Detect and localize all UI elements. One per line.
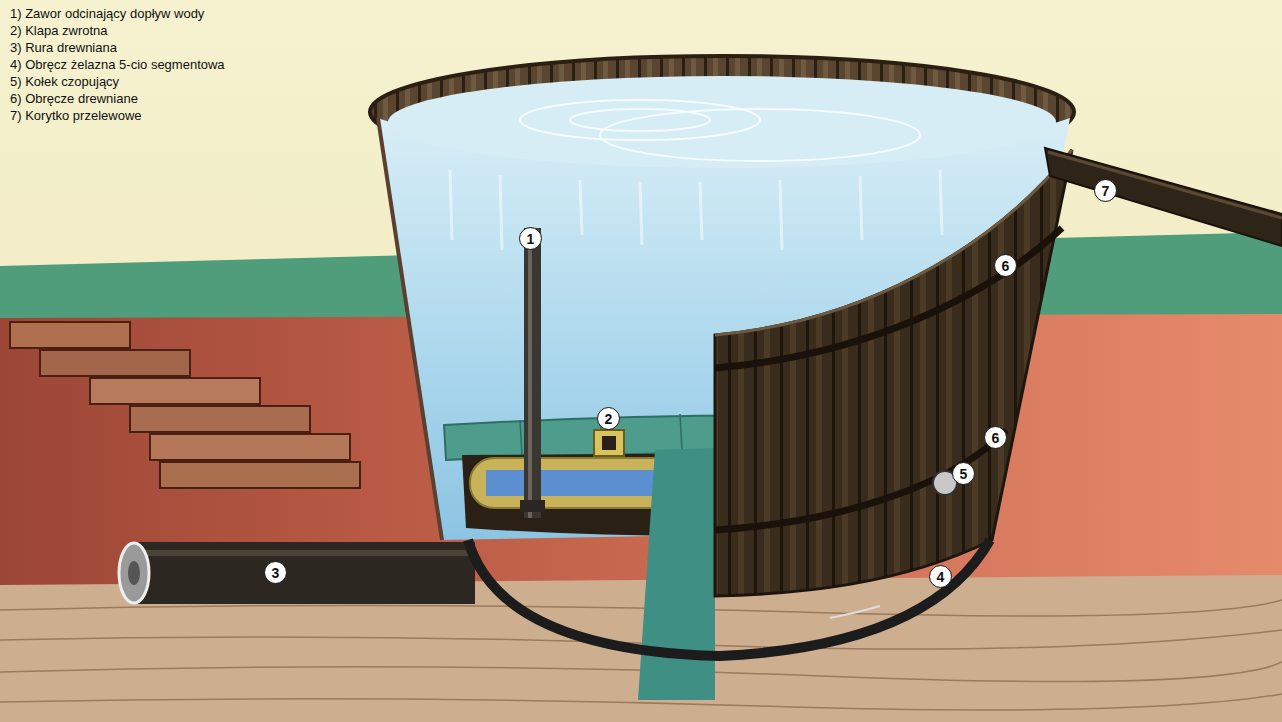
callout-text: 5 [960, 467, 968, 481]
callout-text: 6 [992, 431, 1000, 445]
water-part [520, 100, 920, 161]
tub-floor-part-part [520, 420, 522, 456]
check-valve-part [602, 436, 616, 450]
brick-planks-part [130, 406, 310, 432]
overflow-trough-part [1048, 152, 1282, 218]
wooden-hoops-part [715, 430, 1006, 530]
water-part-part [860, 176, 862, 240]
callout-number: 6 [994, 254, 1017, 277]
valve-rod-part [520, 500, 545, 512]
wooden-hoops-part [715, 228, 1062, 368]
wooden-pipe [119, 542, 475, 604]
callout-number: 4 [929, 565, 952, 588]
water-part-part [450, 170, 452, 240]
key-entry: 2) Klapa zwrotna [10, 22, 225, 39]
floor-cut [638, 448, 715, 700]
check-valve-part [594, 430, 624, 456]
brick-planks-part [10, 322, 130, 348]
callout-number: 6 [984, 426, 1007, 449]
valve-rod-part [524, 228, 541, 518]
water-part-part [600, 109, 920, 161]
key-entry: 4) Obręcz żelazna 5-cio segmentowa [10, 56, 225, 73]
brick-planks-part [160, 462, 360, 488]
water-part [450, 170, 942, 250]
key-entry: 7) Korytko przelewowe [10, 107, 225, 124]
key-entry: 6) Obręcze drewniane [10, 90, 225, 107]
wooden-pipe-part [130, 550, 475, 556]
callout-number: 2 [597, 407, 620, 430]
tub-front-staves [715, 150, 1072, 596]
water-part-part [940, 170, 942, 235]
water-part-part [500, 175, 502, 250]
valve-rod-part [528, 228, 532, 518]
water-part-part [520, 100, 760, 140]
brick-planks-part [150, 434, 350, 460]
tub-front-staves-part [715, 150, 1072, 335]
callout-text: 7 [1102, 184, 1110, 198]
iron-hoop [468, 540, 990, 656]
iron-hoop-part [830, 606, 880, 618]
brick-planks [10, 322, 360, 488]
tub-back-rim [370, 56, 1074, 168]
water-part [388, 76, 1056, 168]
callout-number: 1 [519, 227, 542, 250]
tub-back-rim-part [370, 56, 1074, 168]
brick-planks-part [90, 378, 260, 404]
floor-cut-part [638, 448, 715, 700]
water-part-part [780, 180, 782, 250]
callout-text: 2 [605, 412, 613, 426]
wooden-hoops [715, 228, 1062, 530]
callout-text: 1 [527, 232, 535, 246]
water-part [378, 118, 442, 540]
overflow-trough-part [1045, 148, 1282, 246]
wooden-pipe-part [119, 543, 149, 603]
key-entry: 5) Kołek czopujący [10, 73, 225, 90]
water-part-part [580, 180, 582, 235]
wooden-pipe-part [130, 542, 475, 604]
channel-part [486, 470, 661, 496]
key-entry: 3) Rura drewniana [10, 39, 225, 56]
key-list: 1) Zawor odcinający dopływ wody2) Klapa … [10, 5, 225, 124]
callout-text: 4 [937, 570, 945, 584]
key-entry: 1) Zawor odcinający dopływ wody [10, 5, 225, 22]
callout-number: 7 [1094, 179, 1117, 202]
tub-floor-part-part [680, 414, 682, 450]
callout-number: 3 [264, 561, 287, 584]
overflow-trough [1045, 148, 1282, 246]
valve-rod [520, 228, 545, 518]
water-part-part [700, 182, 702, 240]
wooden-pipe-part [128, 561, 140, 585]
check-valve [594, 430, 624, 456]
water-part-part [640, 182, 642, 245]
callout-number: 5 [952, 462, 975, 485]
tub-front-staves-part [715, 150, 1072, 596]
callout-text: 6 [1002, 259, 1010, 273]
iron-hoop-part [468, 540, 990, 656]
callout-text: 3 [272, 566, 280, 580]
brick-planks-part [40, 350, 190, 376]
